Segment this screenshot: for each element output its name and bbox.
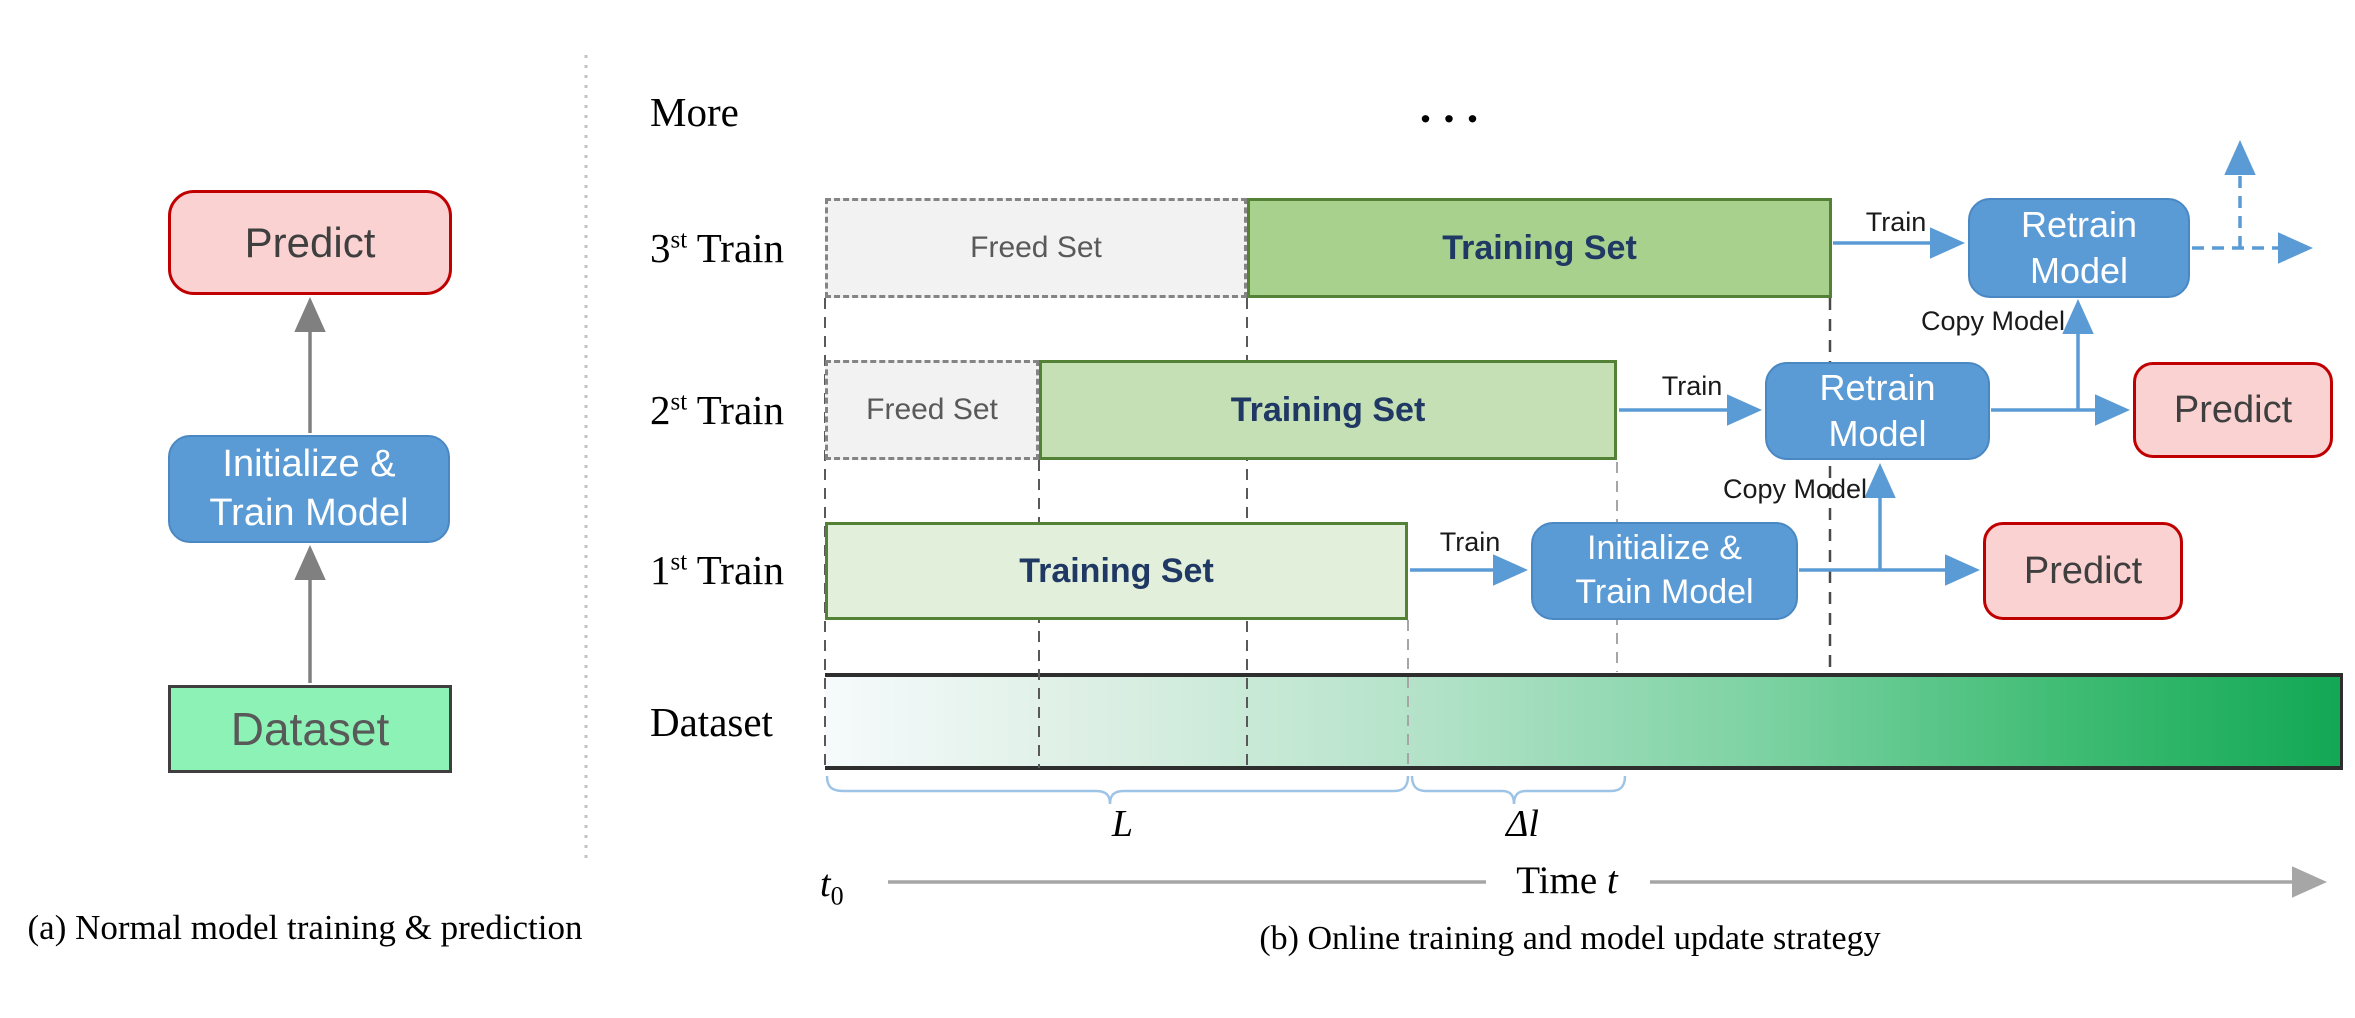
predict-label-a: Predict [244,218,376,266]
predict-box-2nd: Predict [2133,362,2333,458]
row2-num: 2 [650,387,671,433]
predict-label-2nd: Predict [2173,388,2293,431]
row3-word: Train [687,225,785,271]
init-train-model-box-b: Initialize & Train Model [1531,522,1798,620]
t0-label: t0 [820,862,844,912]
freed-set-box-2nd: Freed Set [825,360,1039,460]
row2-ordinal-suffix: st [670,388,688,416]
caption-panel-a: (a) Normal model training & prediction [27,908,583,947]
init-train-model-box-a: Initialize & Train Model [168,435,450,543]
training-set-label-3rd: Training Set [1442,228,1637,267]
increment-length-label: Δl [1506,803,1539,845]
t0-subscript: 0 [830,881,844,911]
freed-set-box-3rd: Freed Set [825,198,1247,298]
init-line1-b: Initialize & [1587,529,1742,568]
train-arrow-label-3rd: Train [1865,207,1927,237]
predict-box-1st: Predict [1983,522,2183,620]
init-line2-b: Train Model [1575,573,1754,611]
training-set-box-3rd: Training Set [1247,198,1832,298]
train-arrow-label-2nd: Train [1661,371,1723,401]
freed-set-label-3rd: Freed Set [970,231,1102,264]
row3-num: 3 [650,225,671,271]
retrain-model-box-2nd: Retrain Model [1765,362,1990,460]
train-arrow-label-1st: Train [1439,527,1501,557]
copy-model-label-upper: Copy Model [1920,306,2066,336]
row-label-1st-train: 1st Train [650,546,784,594]
init-line1-a: Initialize & [222,443,396,486]
retrain-model-label-3rd: Retrain Model [2021,202,2137,294]
more-label: More [650,89,739,135]
time-variable: t [1606,859,1618,902]
row1-ordinal-suffix: st [670,548,688,576]
training-set-label-1st: Training Set [1019,551,1214,590]
init-line2-a: Train Model [209,492,409,534]
training-set-label-2nd: Training Set [1230,390,1426,429]
brace-window-length [825,775,1410,805]
row1-word: Train [687,547,785,593]
caption-panel-b: (b) Online training and model update str… [1259,920,1881,957]
init-train-model-label-a: Initialize & Train Model [209,440,408,537]
retrain-model-label-2nd: Retrain Model [1819,365,1935,457]
row2-word: Train [687,387,785,433]
t0-base: t [820,863,831,905]
dataset-timeline-bar [825,673,2343,770]
row-label-2nd-train: 2st Train [650,386,784,434]
retrain-model-box-3rd: Retrain Model [1968,198,2190,298]
brace-increment-length [1410,775,1627,805]
row3-ordinal-suffix: st [670,226,688,254]
retrain3-line1: Retrain [2020,203,2138,245]
time-axis-label: Time t [1492,858,1642,903]
copy-model-label-lower: Copy Model [1722,474,1868,504]
row1-num: 1 [650,547,671,593]
freed-set-label-2nd: Freed Set [866,393,998,426]
dataset-box-a: Dataset [168,685,452,773]
window-length-label: L [1111,803,1134,845]
init-train-model-label-b: Initialize & Train Model [1575,527,1753,614]
time-word: Time [1516,859,1607,902]
predict-label-1st: Predict [2023,549,2143,592]
retrain3-line2: Model [2029,250,2129,291]
row-label-dataset: Dataset [650,699,773,745]
training-set-box-2nd: Training Set [1039,360,1617,460]
predict-box-a: Predict [168,190,452,295]
dataset-label-a: Dataset [230,703,390,755]
training-set-box-1st: Training Set [825,522,1408,620]
row-label-3rd-train: 3st Train [650,224,784,272]
retrain2-line1: Retrain [1819,366,1936,408]
retrain2-line2: Model [1828,413,1927,454]
continuation-ellipsis: ... [1419,81,1491,132]
